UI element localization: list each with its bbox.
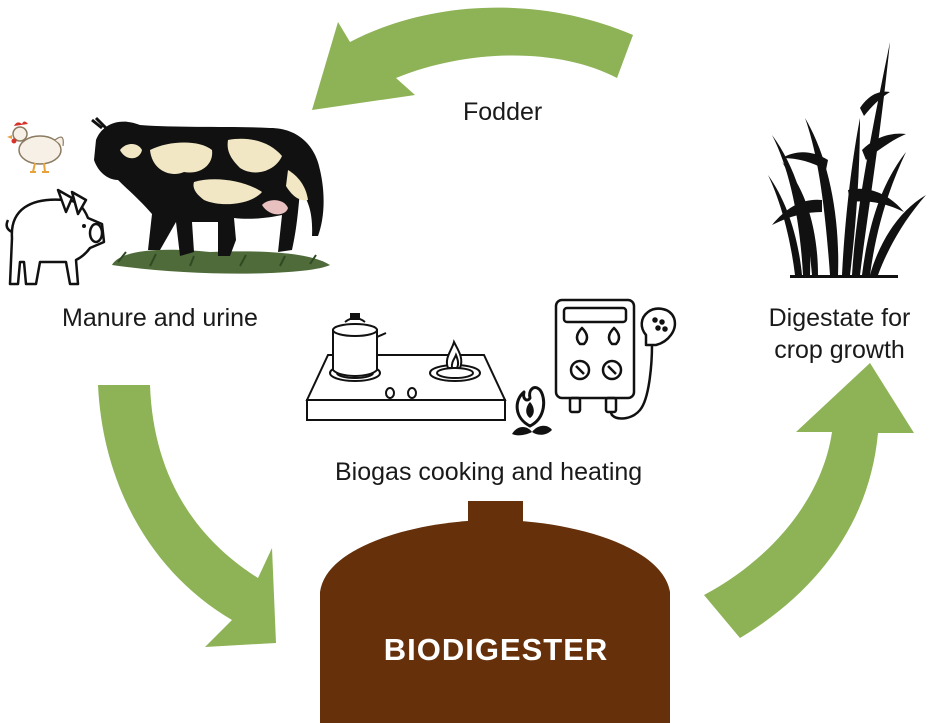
digestate-arrow bbox=[704, 363, 914, 638]
corn-plant-icon bbox=[768, 42, 926, 278]
manure-arrow bbox=[98, 385, 276, 647]
pig-icon bbox=[5, 188, 106, 286]
digestate-label-line1: Digestate for bbox=[768, 304, 911, 332]
biodigester-tank bbox=[320, 501, 670, 723]
biodigester-label: BIODIGESTER bbox=[383, 632, 609, 667]
cow-icon bbox=[91, 116, 330, 274]
biogas-flame-icon bbox=[512, 386, 552, 436]
digestate-label: Digestate for crop growth bbox=[767, 302, 912, 366]
manure-label: Manure and urine bbox=[62, 304, 258, 332]
digestate-label-line2: crop growth bbox=[774, 336, 905, 364]
biogas-label: Biogas cooking and heating bbox=[335, 458, 643, 486]
gas-stove-icon bbox=[305, 313, 507, 421]
water-heater-icon bbox=[554, 298, 677, 420]
fodder-label: Fodder bbox=[463, 98, 543, 126]
fodder-arrow bbox=[312, 7, 633, 110]
chicken-icon bbox=[7, 121, 64, 173]
